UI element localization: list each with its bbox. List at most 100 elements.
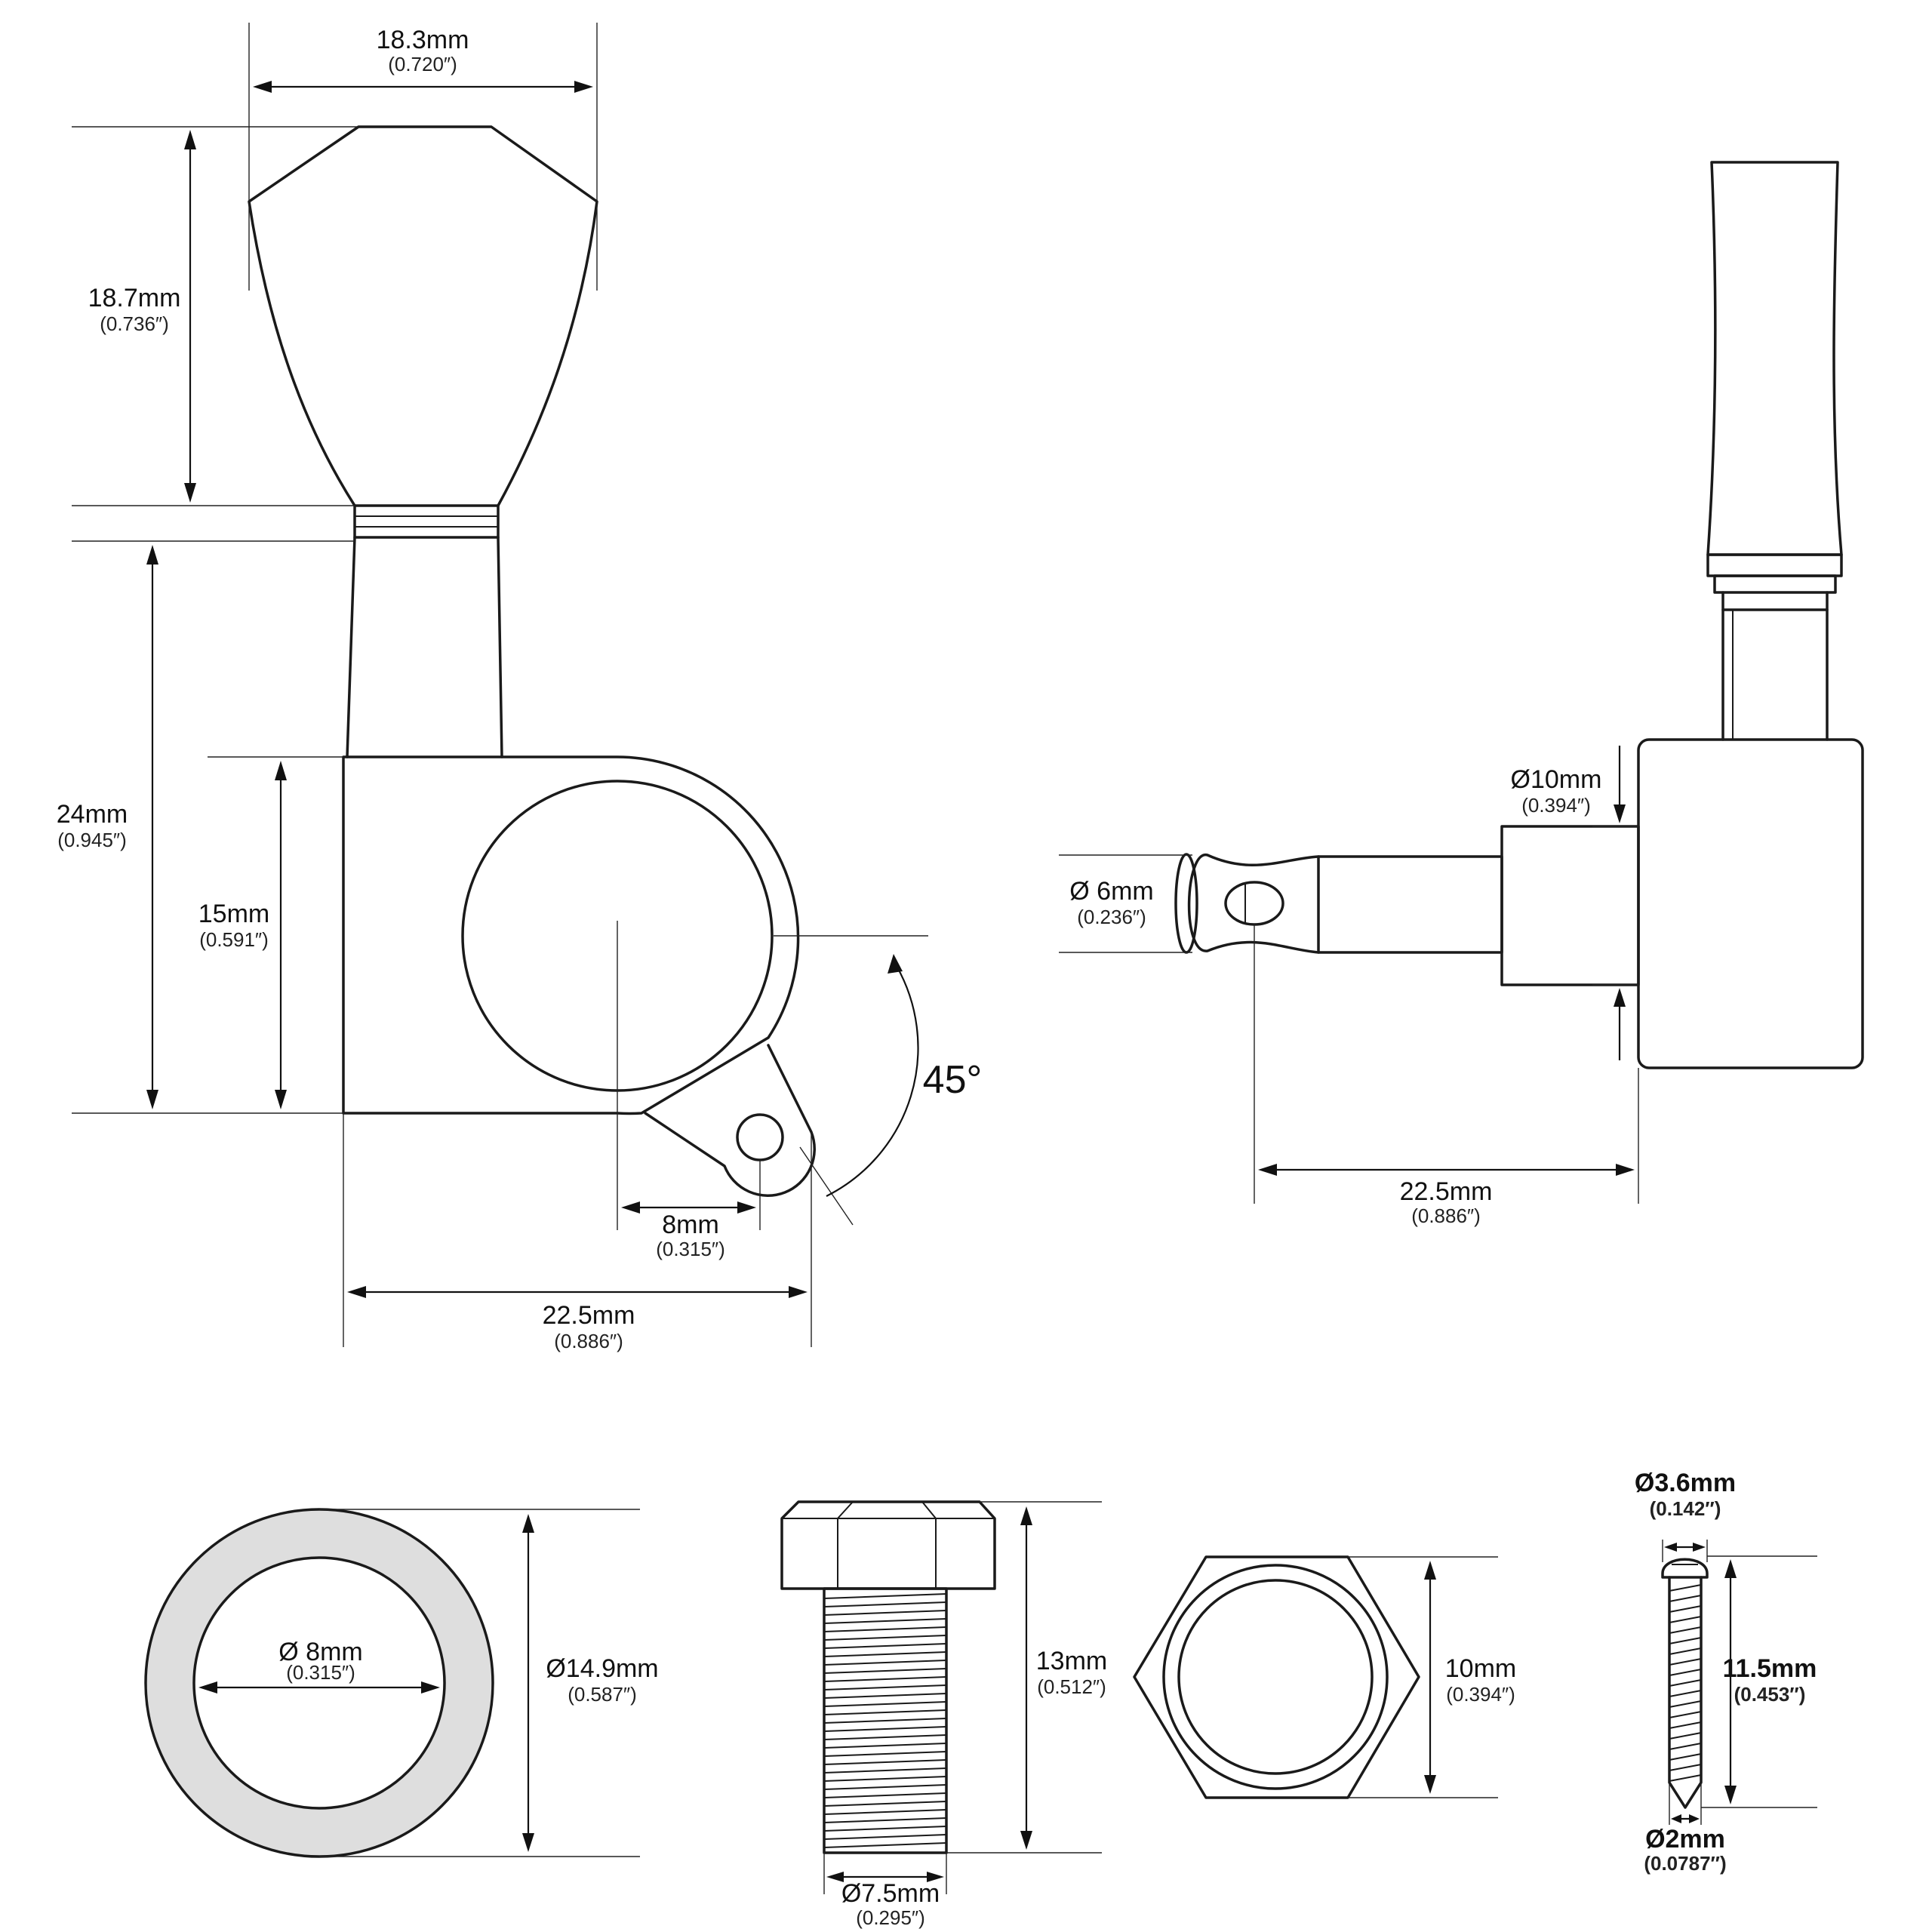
head-height-in: (0.736″) [100, 312, 169, 335]
thread-line [823, 1601, 947, 1607]
tuner-shaft [346, 536, 503, 758]
screw-thread-line [1669, 1658, 1702, 1666]
screw-thread-line [1669, 1753, 1702, 1761]
screw-shank [1668, 1576, 1703, 1809]
screw-thread-line [1669, 1690, 1702, 1697]
nut-size-mm: 10mm [1445, 1654, 1516, 1683]
thread-line [823, 1684, 947, 1690]
thread-line [823, 1643, 947, 1649]
bolt-head [780, 1500, 996, 1590]
thread-line [823, 1701, 947, 1707]
body-width-mm: 22.5mm [543, 1301, 635, 1330]
post-length-in: (0.886″) [1411, 1204, 1481, 1227]
dim-head-width: 18.3mm (0.720″) [248, 23, 598, 291]
tuner-housing [342, 755, 800, 1115]
body-width-in: (0.886″) [554, 1330, 623, 1352]
thread-line [823, 1668, 947, 1674]
thread-line [823, 1734, 947, 1740]
thread-line [823, 1767, 947, 1774]
dim-post-length: 22.5mm (0.886″) [1254, 924, 1639, 1227]
screw-thread-line [1669, 1595, 1702, 1602]
thread-line [823, 1651, 947, 1657]
screw-length-mm: 11.5mm [1723, 1654, 1817, 1683]
mounting-hole [736, 1113, 784, 1161]
thread-line [823, 1593, 947, 1599]
post-dia-in: (0.236″) [1077, 906, 1146, 928]
tuner-front-view [248, 125, 816, 1230]
overall-height-mm: 24mm [57, 800, 128, 829]
dim-bushing-dia: Ø10mm (0.394″) [1511, 746, 1638, 1060]
screw-thread-line [1669, 1743, 1702, 1750]
thread-line [823, 1626, 947, 1632]
thread-line [823, 1842, 947, 1848]
bolt-dia-in: (0.295″) [856, 1906, 925, 1929]
thread-line [823, 1751, 947, 1757]
tuner-button [248, 125, 598, 507]
washer-outer-in: (0.587″) [568, 1683, 637, 1706]
dim-head-height: 18.7mm (0.736″) [72, 126, 358, 506]
dim-body-height: 15mm (0.591″) [198, 756, 343, 1109]
screw-thread-line [1669, 1711, 1702, 1718]
dim-body-width: 22.5mm (0.886″) [343, 1113, 812, 1352]
nut-outer-circle [1162, 1564, 1389, 1790]
dim-hole-offset: 8mm (0.315″) [621, 1201, 756, 1260]
screw-thread-line [1669, 1637, 1702, 1644]
button-side-profile [1706, 161, 1843, 556]
bolt-threads [823, 1593, 947, 1848]
mounting-ear [644, 1044, 816, 1197]
screw-tip-in: (0.0787″) [1644, 1852, 1726, 1875]
screw-length-in: (0.453″) [1734, 1683, 1806, 1706]
thread-line [823, 1743, 947, 1749]
housing-side [1637, 738, 1864, 1069]
screw-thread-line [1669, 1626, 1702, 1634]
thread-line [823, 1826, 947, 1832]
overall-height-in: (0.945″) [57, 829, 127, 851]
nut-outline [1133, 1555, 1420, 1799]
bolt-dia-mm: Ø7.5mm [841, 1879, 940, 1908]
screw-thread-line [1669, 1584, 1702, 1592]
hex-bolt: 13mm (0.512″) Ø7.5mm (0.295″) [780, 1500, 1107, 1929]
hole-offset-mm: 8mm [662, 1211, 719, 1239]
washer-outer-mm: Ø14.9mm [546, 1654, 658, 1683]
screw-thread-line [1669, 1764, 1702, 1771]
thread-line [823, 1676, 947, 1682]
screw-head [1661, 1558, 1709, 1579]
post-length-mm: 22.5mm [1400, 1177, 1493, 1206]
body-height-in: (0.591″) [199, 928, 269, 951]
hole-offset-in: (0.315″) [656, 1238, 725, 1260]
dim-post-dia: Ø 6mm (0.236″) [1059, 854, 1192, 953]
thread-line [823, 1801, 947, 1807]
head-height-mm: 18.7mm [88, 284, 181, 312]
screw-thread-line [1669, 1721, 1702, 1729]
head-width-in: (0.720″) [388, 53, 457, 75]
screw-thread-line [1669, 1700, 1702, 1708]
post-tip [1187, 854, 1320, 954]
thread-line [823, 1792, 947, 1798]
post-dia-mm: Ø 6mm [1069, 877, 1153, 906]
screw-thread-line [1669, 1774, 1702, 1782]
string-hole [1224, 881, 1284, 926]
wood-screw: Ø3.6mm (0.142″) 11.5mm (0.453″) Ø2mm (0.… [1635, 1469, 1817, 1875]
hex-nut: 10mm (0.394″) [1133, 1555, 1516, 1799]
nut-size-in: (0.394″) [1446, 1683, 1515, 1706]
tuner-side-view [1174, 161, 1864, 1069]
thread-line [823, 1776, 947, 1782]
thread-line [823, 1809, 947, 1815]
screw-head-in: (0.142″) [1650, 1497, 1721, 1520]
dim-angle: 45° [774, 935, 983, 1226]
screw-thread-line [1669, 1647, 1702, 1655]
bolt-thread [823, 1587, 948, 1854]
washer-inner-in: (0.315″) [286, 1661, 355, 1684]
thread-line [823, 1610, 947, 1616]
screw-thread-line [1669, 1605, 1702, 1613]
screw-thread-line [1669, 1679, 1702, 1687]
bushing-dia-in: (0.394″) [1521, 794, 1591, 817]
thread-line [823, 1834, 947, 1840]
post-side [1317, 855, 1503, 954]
angle-label: 45° [923, 1058, 983, 1102]
head-width-mm: 18.3mm [377, 26, 469, 54]
washer-inner-mm: Ø 8mm [278, 1638, 362, 1666]
thread-line [823, 1660, 947, 1666]
screw-thread-line [1669, 1669, 1702, 1676]
